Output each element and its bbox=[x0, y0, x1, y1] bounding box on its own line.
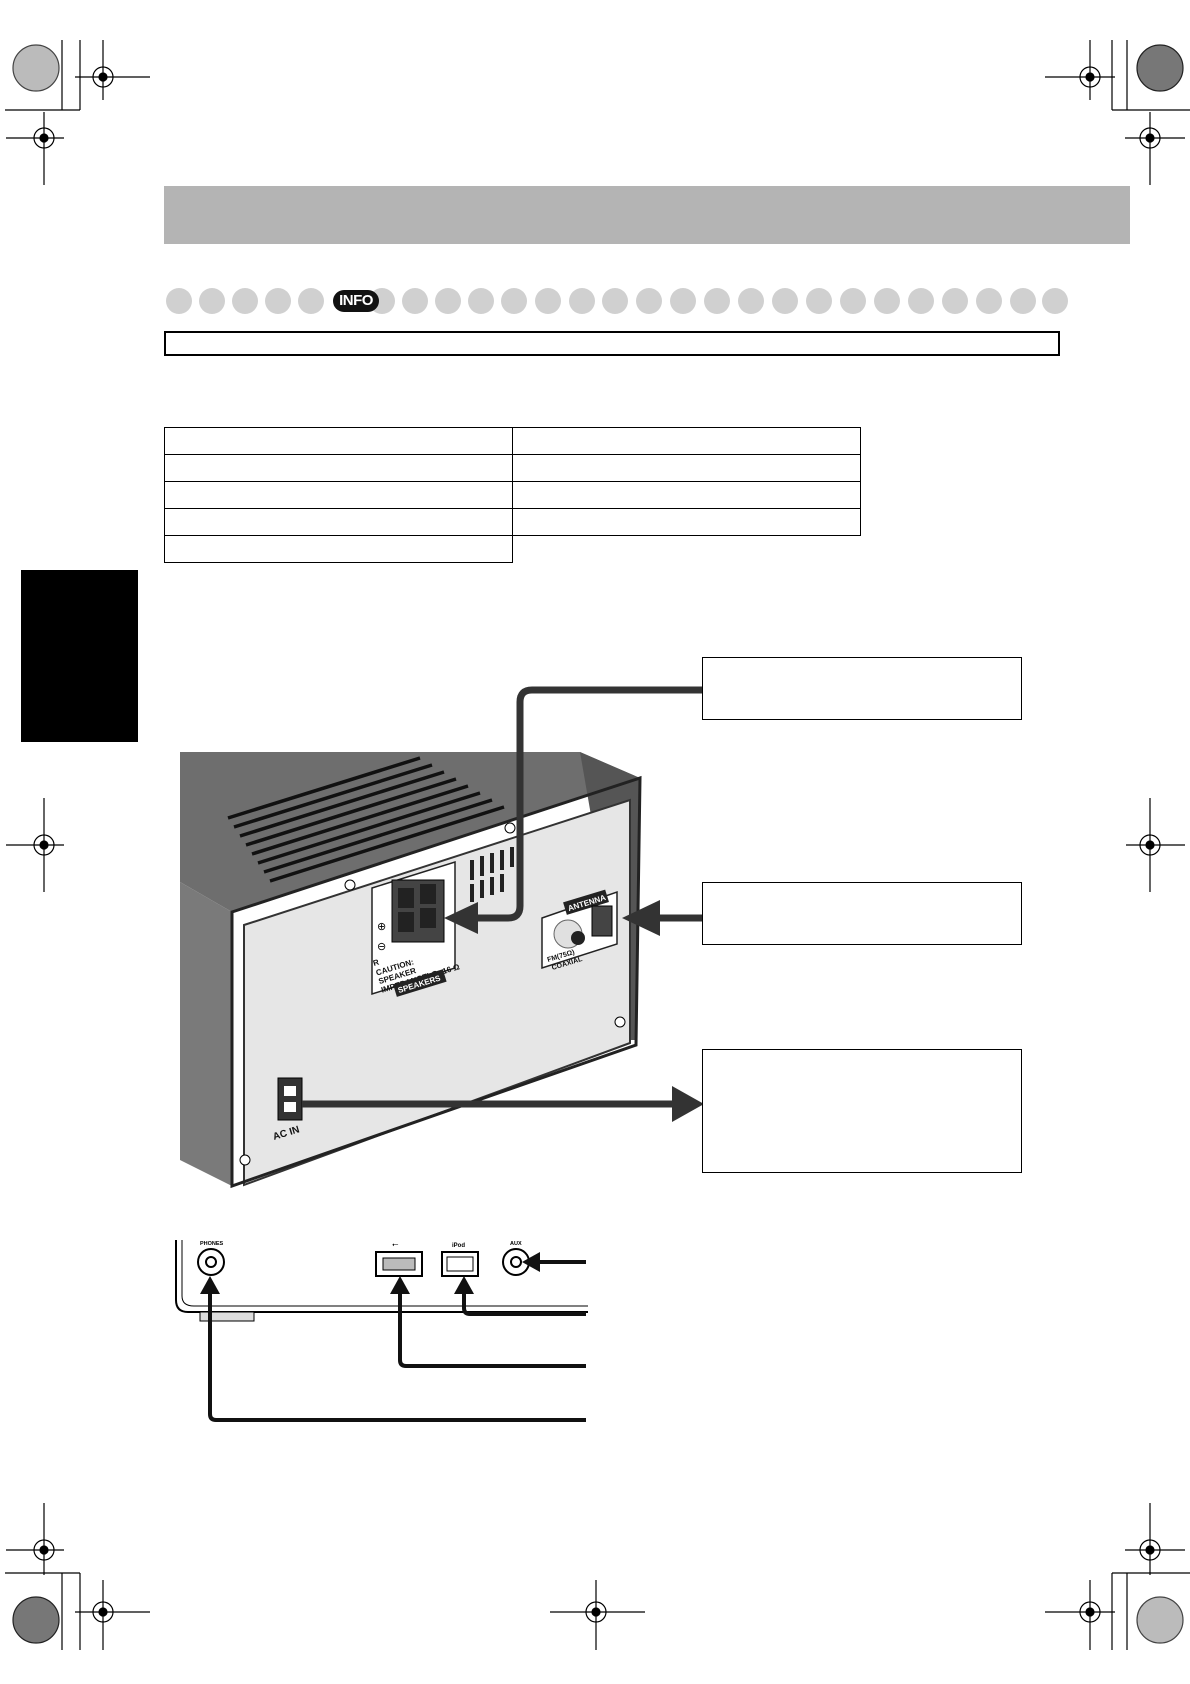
vent-slots bbox=[227, 756, 505, 883]
arrow-head-ac-in bbox=[672, 1086, 704, 1122]
callout-box-antenna bbox=[702, 882, 1022, 945]
section-header-band bbox=[164, 186, 1130, 244]
arrow-head-speakers bbox=[444, 902, 478, 934]
arrow-head-ipod bbox=[454, 1276, 474, 1294]
table-cell bbox=[164, 535, 513, 563]
callout-box-ac-power bbox=[702, 1049, 1022, 1173]
registration-mark-mid-right bbox=[1126, 798, 1185, 892]
registration-mark-mid-left bbox=[6, 798, 64, 892]
table-row bbox=[164, 508, 861, 536]
svg-text:⊖: ⊖ bbox=[377, 941, 386, 953]
table-cell bbox=[512, 454, 861, 482]
table-row bbox=[164, 535, 861, 563]
note-box bbox=[164, 331, 1060, 356]
arrow-head-antenna bbox=[622, 900, 660, 936]
callout-arrows-front bbox=[208, 1260, 586, 1422]
table-row bbox=[164, 454, 861, 482]
registration-mark-bottom-right bbox=[1045, 1503, 1190, 1650]
spec-table bbox=[164, 427, 861, 563]
plus-symbol: ⊕ bbox=[377, 921, 386, 933]
arrow-head-aux bbox=[522, 1252, 540, 1272]
table-cell bbox=[164, 481, 513, 509]
table-cell bbox=[164, 427, 513, 455]
phones-label: PHONES bbox=[200, 1241, 224, 1247]
ipod-label: iPod bbox=[452, 1243, 465, 1249]
registration-mark-top-left bbox=[5, 40, 150, 185]
table-cell bbox=[164, 508, 513, 536]
table-cell bbox=[512, 481, 861, 509]
registration-mark-bottom-center bbox=[550, 1580, 645, 1650]
channel-letter: R bbox=[372, 958, 380, 968]
callout-arrows-rear bbox=[302, 686, 702, 1108]
registration-mark-bottom-left bbox=[5, 1503, 150, 1650]
arrow-head-usb bbox=[390, 1276, 410, 1294]
front-panel-illustration: PHONES ⭠ iPod AUX bbox=[175, 1240, 588, 1322]
arrow-head-phones bbox=[200, 1276, 220, 1294]
table-cell bbox=[512, 508, 861, 536]
rear-panel-illustration: ⊕ ⊖ R CAUTION: SPEAKER IMPEDANCE 4 Ω -16… bbox=[180, 752, 642, 1189]
info-badge: INFO bbox=[333, 290, 379, 312]
table-cell bbox=[512, 427, 861, 455]
usb-icon: ⭠ bbox=[392, 1240, 399, 1249]
callout-box-speakers bbox=[702, 657, 1022, 720]
decorative-dot-row bbox=[166, 288, 1068, 314]
table-row bbox=[164, 427, 861, 455]
side-chapter-tab bbox=[21, 570, 138, 742]
aux-label: AUX bbox=[510, 1241, 522, 1247]
table-cell bbox=[164, 454, 513, 482]
registration-mark-top-right bbox=[1045, 40, 1190, 185]
table-row bbox=[164, 481, 861, 509]
